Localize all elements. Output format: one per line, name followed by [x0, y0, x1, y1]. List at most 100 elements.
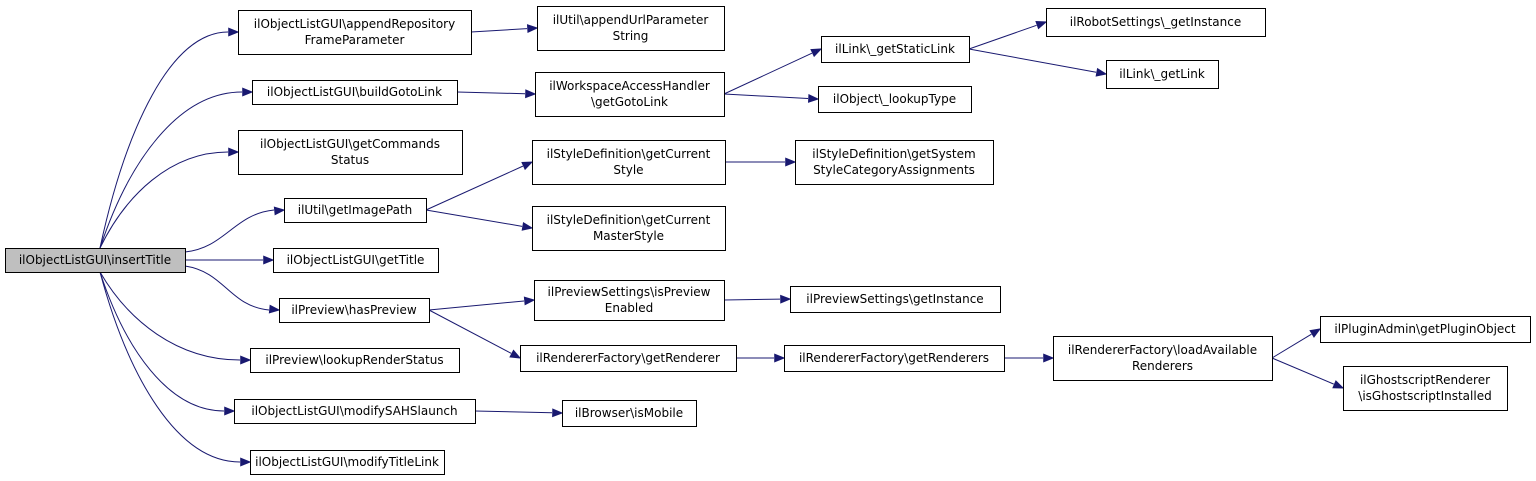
node-label: \getGotoLink [591, 95, 668, 109]
edge-insertTitle-to-modifySAHS [99, 271, 236, 416]
node-label: FrameParameter [305, 33, 405, 47]
arrowhead [240, 457, 252, 467]
edge-line [425, 165, 524, 211]
edge-getImagePath-to-styleCurrent [425, 161, 534, 211]
node-getLink[interactable]: ilLink\_getLink [1106, 60, 1219, 89]
node-getStaticLink[interactable]: ilLink\_getStaticLink [821, 36, 970, 63]
node-label: ilObjectListGUI\buildGotoLink [267, 85, 442, 99]
node-box [818, 86, 972, 113]
arrowhead [810, 48, 823, 58]
node-lookupRender[interactable]: ilPreview\lookupRenderStatus [250, 348, 460, 373]
edge-line [428, 309, 512, 354]
node-modifySAHS[interactable]: ilObjectListGUI\modifySAHSlaunch [234, 399, 476, 424]
edges-layer [99, 21, 1345, 467]
edge-line [968, 24, 1037, 50]
edge-line [184, 209, 275, 253]
edge-insertTitle-to-lookupRender [99, 271, 252, 365]
node-sysStyle[interactable]: ilStyleDefinition\getSystemStyleCategory… [795, 140, 994, 185]
node-label: Enabled [605, 301, 654, 315]
edge-appendRepo-to-appendUrl [470, 24, 539, 34]
node-box [238, 10, 472, 55]
node-box [1046, 8, 1266, 37]
edge-getRenderers-to-loadAvail [1004, 353, 1055, 363]
node-buildGoto[interactable]: ilObjectListGUI\buildGotoLink [252, 80, 458, 105]
node-box [1343, 366, 1508, 411]
node-box [5, 248, 186, 273]
node-label: ilRobotSettings\_getInstance [1070, 15, 1241, 29]
arrowhead [268, 304, 281, 314]
edge-insertTitle-to-getTitle [185, 255, 275, 265]
edge-wsGoto-to-getStaticLink [723, 48, 823, 95]
edge-line [99, 151, 229, 249]
arrowhead [1035, 21, 1048, 30]
node-label: MasterStyle [593, 229, 664, 243]
node-lookupType[interactable]: ilObject\_lookupType [818, 86, 972, 113]
node-box [795, 140, 994, 185]
edge-modifySAHS-to-isMobile [474, 408, 564, 418]
node-prevInstance[interactable]: ilPreviewSettings\getInstance [790, 286, 1001, 313]
node-box [537, 6, 725, 51]
edge-getRenderer-to-getRenderers [736, 353, 786, 363]
edge-line [428, 300, 525, 311]
arrowhead [1309, 328, 1322, 338]
node-label: ilRendererFactory\getRenderer [536, 351, 720, 365]
node-pluginObj[interactable]: ilPluginAdmin\getPluginObject [1320, 316, 1531, 343]
node-insertTitle[interactable]: ilObjectListGUI\insertTitle [5, 248, 186, 273]
node-robotInstance[interactable]: ilRobotSettings\_getInstance [1046, 8, 1266, 37]
edge-loadAvail-to-pluginObj [1271, 328, 1322, 359]
edge-wsGoto-to-lookupType [723, 93, 820, 103]
node-label: ilPluginAdmin\getPluginObject [1334, 322, 1516, 336]
node-hasPreview[interactable]: ilPreview\hasPreview [279, 298, 430, 323]
node-label: Renderers [1132, 359, 1193, 373]
node-label: ilUtil\getImagePath [298, 203, 413, 217]
node-getTitle[interactable]: ilObjectListGUI\getTitle [273, 248, 439, 273]
edge-hasPreview-to-prevEnabled [428, 296, 536, 311]
node-isMobile[interactable]: ilBrowser\isMobile [562, 400, 697, 427]
edge-line [99, 271, 225, 412]
node-getRenderer[interactable]: ilRendererFactory\getRenderer [520, 345, 737, 372]
node-box [821, 36, 970, 63]
edge-getImagePath-to-styleMaster [425, 209, 534, 231]
node-box [273, 248, 439, 273]
node-label: ilRendererFactory\loadAvailable [1068, 343, 1257, 357]
node-label: ilPreviewSettings\isPreview [548, 285, 711, 299]
node-appendRepo[interactable]: ilObjectListGUI\appendRepositoryFramePar… [238, 10, 472, 55]
arrowhead [242, 87, 254, 97]
node-box [784, 345, 1005, 372]
edge-insertTitle-to-getImagePath [184, 206, 286, 253]
node-box [284, 198, 427, 223]
nodes-layer: ilObjectListGUI\insertTitle ilObjectListG… [5, 6, 1531, 475]
node-wsGoto[interactable]: ilWorkspaceAccessHandler\getGotoLink [535, 72, 725, 117]
node-getRenderers[interactable]: ilRendererFactory\getRenderers [784, 345, 1005, 372]
edge-insertTitle-to-getCommands [99, 147, 240, 249]
arrowhead [273, 206, 286, 216]
node-label: ilObjectListGUI\insertTitle [19, 253, 171, 267]
edge-line [456, 91, 526, 95]
node-label: ilPreviewSettings\getInstance [806, 292, 983, 306]
arrowhead [523, 296, 536, 306]
node-getImagePath[interactable]: ilUtil\getImagePath [284, 198, 427, 223]
node-label: ilPreview\lookupRenderStatus [265, 353, 443, 367]
node-label: String [613, 29, 649, 43]
node-box [532, 206, 726, 251]
edge-insertTitle-to-modifyTitle [99, 271, 252, 467]
node-box [250, 348, 460, 373]
edge-getStaticLink-to-getLink [968, 48, 1108, 77]
node-label: \isGhostscriptInstalled [1358, 389, 1491, 403]
node-label: ilObjectListGUI\appendRepository [254, 17, 455, 31]
edge-line [1271, 333, 1312, 359]
arrowhead [1043, 353, 1055, 363]
arrowhead [526, 24, 539, 34]
node-modifyTitle[interactable]: ilObjectListGUI\modifyTitleLink [250, 450, 445, 475]
node-box [534, 280, 725, 321]
edge-insertTitle-to-hasPreview [184, 265, 281, 314]
node-ghostscript[interactable]: ilGhostscriptRenderer\isGhostscriptInsta… [1343, 366, 1508, 411]
node-label: ilBrowser\isMobile [575, 406, 683, 420]
